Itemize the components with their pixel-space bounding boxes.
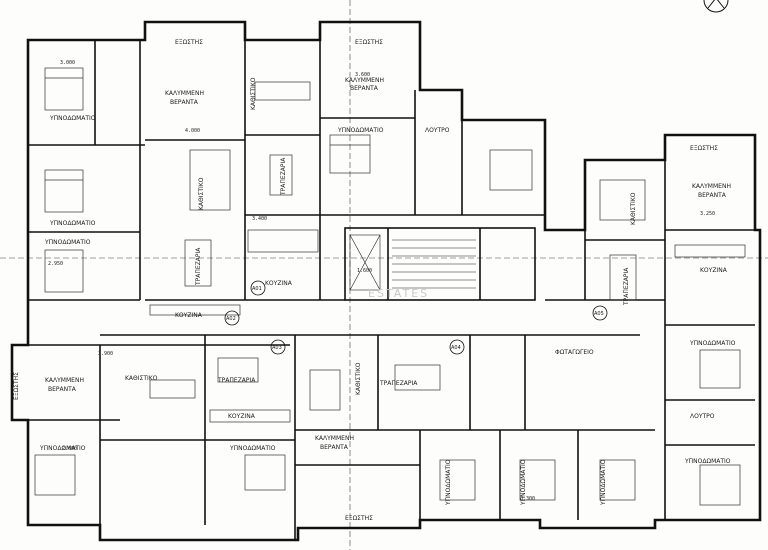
furniture: [34, 67, 746, 506]
label-balcony: ΕΞΩΣΤΗΣ: [175, 39, 203, 46]
apartment-tag: A03: [272, 345, 282, 351]
apartment-tags: A01 A02 A03 A04 A05: [224, 280, 608, 355]
label-covered-veranda: ΒΕΡΑΝΤΑ: [698, 192, 727, 199]
apartment-tag: A04: [451, 345, 461, 351]
label-covered-veranda: ΒΕΡΑΝΤΑ: [320, 444, 349, 451]
label-kitchen: ΚΟΥΖΙΝΑ: [265, 280, 293, 287]
label-covered-veranda: ΚΑΛΥΜΜΕΝΗ: [345, 77, 384, 84]
label-dining: ΤΡΑΠΕΖΑΡΙΑ: [217, 377, 256, 384]
watermark: ESTATES: [368, 287, 429, 300]
label-bedroom: ΥΠΝΟΔΩΜΑΤΙΟ: [689, 340, 736, 347]
label-bedroom: ΥΠΝΟΔΩΜΑΤΙΟ: [49, 220, 96, 227]
outer-walls: [10, 20, 762, 542]
label-living: ΚΑΘΙΣΤΙΚΟ: [125, 375, 158, 382]
label-living: ΚΑΘΙΣΤΙΚΟ: [630, 192, 637, 225]
dimension-label: 3.900: [98, 351, 113, 357]
room-labels: ΥΠΝΟΔΩΜΑΤΙΟ ΥΠΝΟΔΩΜΑΤΙΟ ΥΠΝΟΔΩΜΑΤΙΟ ΚΑΛΥ…: [13, 39, 736, 522]
apartment-tag: A01: [252, 286, 262, 292]
label-bedroom: ΥΠΝΟΔΩΜΑΤΙΟ: [44, 239, 91, 246]
label-kitchen: ΚΟΥΖΙΝΑ: [175, 312, 203, 319]
dimension-label: 3.300: [520, 496, 535, 502]
label-balcony: ΕΞΩΣΤΗΣ: [690, 145, 718, 152]
label-dining: ΤΡΑΠΕΖΑΡΙΑ: [379, 380, 418, 387]
dimension-label: 3.250: [700, 211, 715, 217]
label-lightwell: ΦΩΤΑΓΩΓΕΙΟ: [555, 349, 594, 356]
label-bath: ΛΟΥΤΡΟ: [425, 127, 450, 134]
label-bath: ΛΟΥΤΡΟ: [690, 413, 715, 420]
dimension-label: 2.600: [62, 446, 77, 452]
label-living: ΚΑΘΙΣΤΙΚΟ: [250, 77, 257, 110]
label-kitchen: ΚΟΥΖΙΝΑ: [228, 413, 256, 420]
dimension-label: 4.000: [185, 128, 200, 134]
label-dining: ΤΡΑΠΕΖΑΡΙΑ: [195, 247, 202, 286]
label-covered-veranda: ΚΑΛΥΜΜΕΝΗ: [315, 435, 354, 442]
label-bedroom: ΥΠΝΟΔΩΜΑΤΙΟ: [445, 459, 452, 506]
dimension-label: 2.950: [48, 261, 63, 267]
label-balcony: ΕΞΩΣΤΗΣ: [355, 39, 383, 46]
label-covered-veranda: ΒΕΡΑΝΤΑ: [170, 99, 199, 106]
label-covered-veranda: ΒΕΡΑΝΤΑ: [350, 85, 379, 92]
label-balcony: ΕΞΩΣΤΗΣ: [13, 372, 20, 400]
interior-walls: [28, 40, 755, 540]
label-dining: ΤΡΑΠΕΖΑΡΙΑ: [623, 267, 630, 306]
label-living: ΚΑΘΙΣΤΙΚΟ: [198, 177, 205, 210]
apartment-tag: A02: [226, 316, 236, 322]
dimension-label: 3.000: [60, 60, 75, 66]
apartment-tag: A05: [594, 311, 604, 317]
staircase: [349, 234, 476, 291]
label-covered-veranda: ΚΑΛΥΜΜΕΝΗ: [165, 90, 204, 97]
dimension-label: 1.600: [357, 268, 372, 274]
label-bedroom: ΥΠΝΟΔΩΜΑΤΙΟ: [229, 445, 276, 452]
label-covered-veranda: ΚΑΛΥΜΜΕΝΗ: [692, 183, 731, 190]
label-kitchen: ΚΟΥΖΙΝΑ: [700, 267, 728, 274]
label-living: ΚΑΘΙΣΤΙΚΟ: [355, 362, 362, 395]
north-arrow-icon: [703, 0, 729, 13]
label-balcony: ΕΞΩΣΤΗΣ: [345, 515, 373, 522]
label-dining: ΤΡΑΠΕΖΑΡΙΑ: [280, 157, 287, 196]
label-bedroom: ΥΠΝΟΔΩΜΑΤΙΟ: [39, 445, 86, 452]
dimension-label: 3.400: [252, 216, 267, 222]
label-covered-veranda: ΒΕΡΑΝΤΑ: [48, 386, 77, 393]
label-bedroom: ΥΠΝΟΔΩΜΑΤΙΟ: [684, 458, 731, 465]
label-bedroom: ΥΠΝΟΔΩΜΑΤΙΟ: [337, 127, 384, 134]
label-covered-veranda: ΚΑΛΥΜΜΕΝΗ: [45, 377, 84, 384]
label-bedroom: ΥΠΝΟΔΩΜΑΤΙΟ: [600, 459, 607, 506]
dimension-label: 3.600: [355, 72, 370, 78]
label-bedroom: ΥΠΝΟΔΩΜΑΤΙΟ: [520, 459, 527, 506]
label-bedroom: ΥΠΝΟΔΩΜΑΤΙΟ: [49, 115, 96, 122]
